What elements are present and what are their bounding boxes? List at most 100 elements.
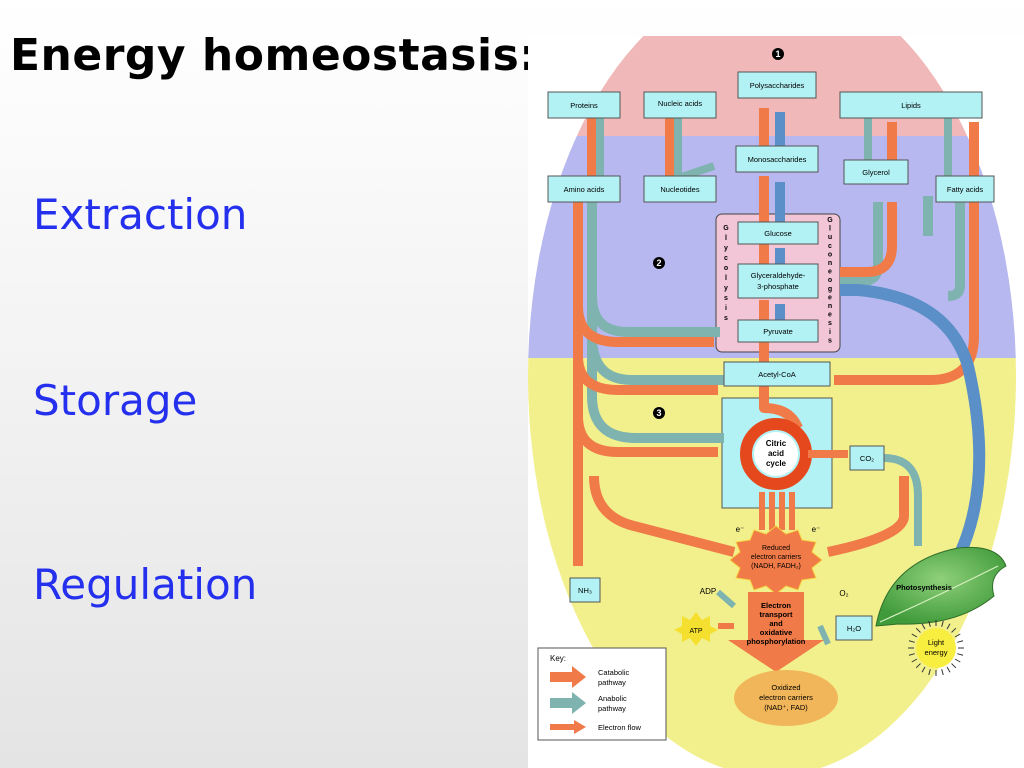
reduced-carriers-line2: electron carriers	[751, 554, 802, 561]
box-monosaccharides: Monosaccharides	[735, 145, 819, 173]
box-co2: CO₂	[849, 445, 885, 471]
photosynthesis-label: Photosynthesis	[896, 583, 952, 592]
svg-text:Monosaccharides: Monosaccharides	[748, 155, 807, 164]
key-anabolic-swatch	[550, 692, 586, 714]
electron-label-right: e⁻	[812, 525, 821, 534]
glycolysis-letter: G	[723, 225, 729, 232]
svg-text:Amino acids: Amino acids	[564, 185, 605, 194]
sun-ray	[921, 666, 926, 673]
svg-text:Glucose: Glucose	[764, 229, 792, 238]
oxidized-carriers-line1: Oxidized	[771, 683, 800, 692]
box-proteins: Proteins	[547, 91, 621, 119]
box-acetyl-coa: Acetyl-CoA	[723, 361, 831, 387]
gluconeogenesis-letter: n	[828, 303, 832, 310]
key-electron-flow-swatch	[550, 720, 586, 734]
electron-transport-line3: and	[769, 619, 783, 628]
glycolysis-letter: s	[724, 295, 728, 302]
oxidized-carriers-line3: (NAD⁺, FAD)	[764, 703, 808, 712]
gluconeogenesis-letter: s	[828, 337, 832, 344]
cycle-label-3: cycle	[766, 459, 787, 468]
gluconeogenesis-letter: g	[828, 286, 832, 293]
gluconeogenesis-letter: G	[827, 217, 833, 224]
box-nucleic-acids: Nucleic acids	[643, 91, 717, 119]
electron-transport-line5: phosphorylation	[747, 637, 806, 646]
sun-ray	[951, 663, 957, 669]
sun-ray	[946, 666, 951, 673]
svg-text:CO₂: CO₂	[860, 454, 874, 463]
gluconeogenesis-letter: o	[828, 277, 832, 284]
sun-ray	[954, 658, 961, 663]
light-energy-circle	[916, 628, 956, 668]
electron-transport-line1: Electron	[761, 601, 791, 610]
sun-ray	[908, 653, 915, 656]
key-catabolic-swatch	[550, 666, 586, 688]
key-anabolic-line2: pathway	[598, 704, 626, 713]
diagram-key: Key: Catabolic pathway Anabolic pathway …	[537, 647, 667, 741]
box-glucose: Glucose	[737, 221, 819, 245]
glycolysis-letter: c	[724, 255, 728, 262]
gluconeogenesis-letter: n	[828, 260, 832, 267]
box-glyceraldehyde-3-phosphate: Glyceraldehyde- 3-phosphate	[737, 263, 819, 299]
gluconeogenesis-letter: i	[829, 329, 831, 336]
sun-ray	[928, 620, 931, 627]
svg-text:Proteins: Proteins	[570, 101, 598, 110]
sun-ray	[941, 669, 944, 676]
sun-ray	[911, 658, 918, 663]
box-nucleotides: Nucleotides	[643, 175, 717, 203]
gluconeogenesis-letter: u	[828, 234, 832, 241]
svg-text:Polysaccharides: Polysaccharides	[750, 81, 805, 90]
light-energy-line1: Light	[928, 638, 945, 647]
electron-label-left: e⁻	[736, 525, 745, 534]
box-pyruvate: Pyruvate	[737, 319, 819, 343]
key-electron-flow-label: Electron flow	[598, 723, 642, 732]
box-lipids: Lipids	[839, 91, 983, 119]
sun-ray	[915, 663, 921, 669]
anabolic-paths	[587, 196, 965, 443]
topic-regulation: Regulation	[33, 560, 258, 609]
gluconeogenesis-letter: e	[828, 294, 832, 301]
sun-ray	[921, 623, 926, 630]
box-polysaccharides: Polysaccharides	[737, 71, 817, 99]
sun-ray	[941, 620, 944, 627]
electron-transport-line4: oxidative	[760, 628, 793, 637]
glycolysis-letter: i	[725, 305, 727, 312]
key-title: Key:	[550, 654, 566, 663]
cycle-label-1: Citric	[766, 439, 787, 448]
sun-ray	[908, 640, 915, 643]
electron-transport-line2: transport	[760, 610, 793, 619]
metabolism-diagram: 1 2 3	[528, 36, 1024, 768]
o2-label: O₂	[839, 589, 848, 598]
box-glycerol: Glycerol	[843, 159, 909, 185]
svg-text:H₂O: H₂O	[847, 624, 861, 633]
sun-ray	[957, 653, 964, 656]
gluconeogenesis-letter: c	[828, 243, 832, 250]
box-h2o: H₂O	[835, 615, 873, 641]
gluconeogenesis-letter: e	[828, 312, 832, 319]
topic-storage: Storage	[33, 376, 198, 425]
adp-label: ADP	[700, 587, 716, 596]
atp-label: ATP	[689, 628, 702, 635]
key-catabolic-line1: Catabolic	[598, 668, 630, 677]
leaf-icon	[875, 546, 1007, 627]
h2o-arrow	[817, 624, 831, 646]
svg-text:Pyruvate: Pyruvate	[763, 327, 793, 336]
key-catabolic-line2: pathway	[598, 678, 626, 687]
svg-text:2: 2	[656, 258, 661, 268]
slide-title: Energy homeostasis:	[10, 30, 538, 81]
adp-arrow	[716, 589, 736, 609]
stage-3-marker: 3	[653, 407, 665, 419]
svg-text:1: 1	[775, 49, 780, 59]
atp-burst	[674, 612, 718, 646]
oxidized-carriers-ellipse	[734, 670, 838, 726]
reduced-carriers-line3: (NADH, FADH₂)	[751, 563, 801, 570]
gluconeogenesis-letter: e	[828, 269, 832, 276]
glycolysis-letter: y	[724, 285, 728, 292]
electron-flow-arrows	[759, 492, 795, 530]
box-nh3: NH₃	[569, 577, 601, 603]
svg-text:NH₃: NH₃	[578, 586, 592, 595]
oxidized-carriers-line2: electron carriers	[759, 693, 813, 702]
glycolysis-letter: y	[724, 245, 728, 252]
sun-ray	[954, 633, 961, 638]
gluconeogenesis-letter: o	[828, 251, 832, 258]
